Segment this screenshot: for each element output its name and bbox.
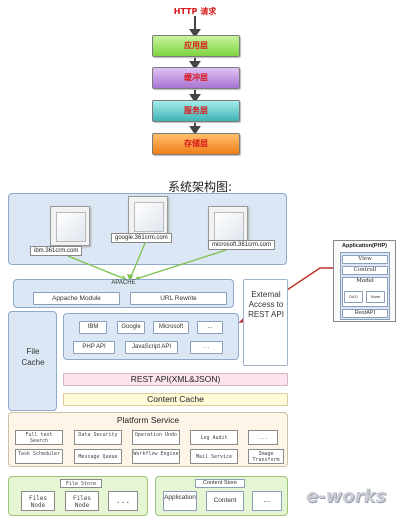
api-more-box-2: . .	[190, 341, 223, 354]
content-cache-label: Content Cache	[147, 394, 204, 404]
full-text-search-box: Full text Search	[15, 430, 63, 445]
http-request-title: HTTP 请求	[173, 7, 217, 16]
app-dao-box: DAO	[344, 291, 363, 303]
message-queue-box: Message Queue	[74, 449, 122, 464]
content-store-title: Content Store	[195, 479, 245, 488]
files-node-more: ...	[108, 491, 138, 511]
content-cache-band	[63, 393, 288, 406]
files-node-1: Files Node	[21, 491, 55, 511]
server-google-label: google.361crm.com	[111, 233, 172, 243]
platform-more-box: ...	[248, 430, 278, 445]
operation-undo-box: Operation Undo	[132, 430, 180, 445]
flow-arrows	[189, 16, 201, 135]
apache-module-box: Appache Module	[33, 292, 120, 305]
file-cache-label: File Cache	[21, 347, 45, 367]
log-audit-box: Log Audit	[190, 430, 238, 445]
file-store-title: File Store	[60, 479, 102, 488]
rest-api-band	[63, 373, 288, 386]
architecture-heading: 系统架构图:	[167, 180, 233, 194]
file-cache-box	[8, 311, 57, 411]
data-security-box: Data Security	[74, 430, 122, 445]
server-google-icon	[128, 196, 168, 236]
javascript-api-box: JavaScript API	[125, 341, 178, 354]
server-ibm-icon	[50, 206, 90, 246]
server-microsoft-label: microsoft.361crm.com	[208, 240, 276, 250]
app-model-label: Model	[356, 278, 374, 284]
platform-service-title: Platform Service	[116, 415, 180, 425]
external-access-box	[243, 279, 288, 366]
rest-api-label: REST API(XML&JSON)	[130, 374, 221, 384]
content-store-application: Application	[163, 491, 197, 511]
api-google-box: Google	[117, 321, 145, 334]
server-ibm-label: ibm.361crm.com	[30, 246, 83, 256]
app-view-box: View	[342, 255, 388, 264]
external-access-label: External Access to REST API	[248, 290, 284, 319]
content-store-more: ...	[252, 491, 282, 511]
server-microsoft-icon	[208, 206, 248, 246]
flow-storage-layer: 存储层	[152, 133, 240, 155]
app-restapi-box: RestAPI	[342, 309, 388, 318]
files-node-2: Files Node	[65, 491, 99, 511]
flow-cache-layer: 缓冲层	[152, 67, 240, 89]
api-microsoft-box: Microsoft	[153, 321, 189, 334]
php-api-box: PHP API	[73, 341, 115, 354]
task-scheduler-box: Task Scheduler	[15, 449, 63, 464]
eworks-watermark-logo: e-works	[306, 486, 387, 507]
url-rewrite-box: URL Rewrite	[130, 292, 227, 305]
apache-title: APACHE	[111, 280, 136, 286]
api-ibm-box: IBM	[79, 321, 107, 334]
mail-service-box: Mail Service	[190, 449, 238, 464]
flow-app-layer: 应用层	[152, 35, 240, 57]
app-none-box: None	[366, 291, 385, 303]
flow-service-layer: 服务层	[152, 100, 240, 122]
image-transform-box: Image Transform	[248, 449, 284, 464]
application-title: Application(PHP)	[342, 243, 387, 249]
app-controll-box: Controll	[342, 266, 388, 275]
workflow-engine-box: Workflow Engine	[132, 449, 180, 464]
api-more-box: ...	[197, 321, 223, 334]
content-store-content: Content	[206, 491, 244, 511]
